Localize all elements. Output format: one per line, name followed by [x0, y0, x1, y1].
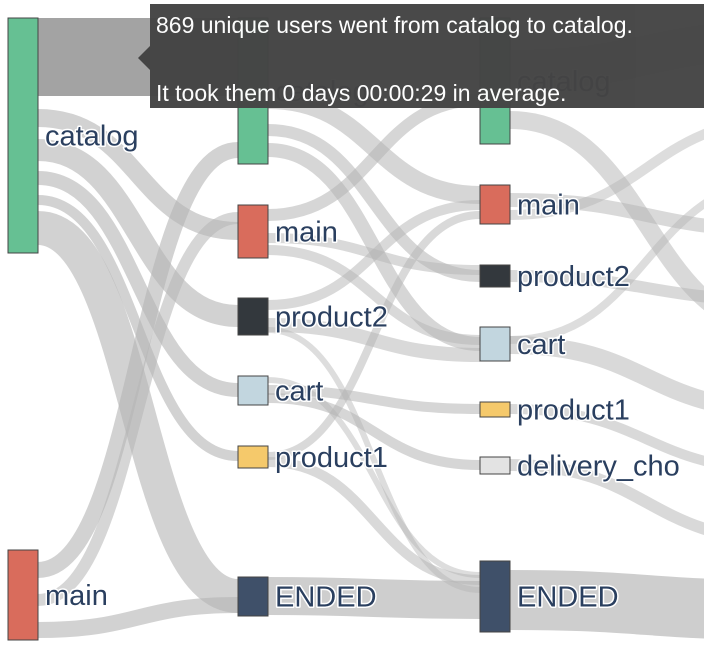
link-catalog-cart[interactable] — [37, 171, 239, 397]
node-step2-ENDED[interactable] — [237, 576, 269, 617]
node-label-step3-delivery_cho: delivery_cho — [517, 451, 680, 483]
link2-cart-product1[interactable] — [267, 385, 481, 414]
link2-product1-main[interactable] — [267, 211, 481, 460]
link2-product2-main[interactable] — [267, 200, 481, 310]
node-label-step2-ENDED: ENDED — [275, 582, 377, 614]
link3-product1-out[interactable] — [509, 404, 704, 470]
link-main-ended[interactable] — [37, 597, 239, 638]
link3-product2-out[interactable] — [509, 270, 704, 303]
node-step3-product1[interactable] — [479, 401, 511, 418]
node-step2-main[interactable] — [237, 204, 269, 259]
link3-ended-out[interactable] — [509, 570, 704, 639]
link2-cart-delivery[interactable] — [267, 393, 481, 470]
node-label-step1-main: main — [45, 580, 108, 612]
link2-product2-ended[interactable] — [267, 327, 481, 593]
link3-cart-out[interactable] — [509, 336, 704, 410]
link3-cart-out2[interactable] — [509, 180, 704, 344]
node-step3-delivery_cho[interactable] — [479, 456, 511, 475]
tooltip-line-2: It took them 0 days 00:00:29 in average. — [156, 80, 567, 106]
node-step2-product1[interactable] — [237, 445, 269, 469]
node-label-step1-catalog: catalog — [45, 121, 139, 153]
node-step1-main[interactable] — [7, 549, 39, 641]
link3-delivery-out[interactable] — [509, 459, 704, 540]
link3-main-out2[interactable] — [509, 120, 704, 220]
hover-tooltip: 869 unique users went from catalog to ca… — [150, 4, 704, 108]
link2-ended-ended[interactable] — [267, 577, 481, 619]
link2-catalog-main[interactable] — [267, 91, 481, 204]
node-step2-cart[interactable] — [237, 375, 269, 406]
node-step2-product2[interactable] — [237, 297, 269, 336]
node-label-step3-cart: cart — [517, 329, 565, 361]
node-label-step2-main: main — [275, 217, 338, 249]
link-main-main[interactable] — [37, 212, 239, 606]
tooltip-arrow — [138, 46, 150, 70]
node-label-step3-product2: product2 — [517, 261, 630, 293]
link-catalog-product2[interactable] — [37, 139, 239, 327]
node-step3-cart[interactable] — [479, 326, 511, 362]
node-label-step3-product1: product1 — [517, 395, 630, 427]
node-step3-ENDED[interactable] — [479, 560, 511, 633]
link2-cart-ended[interactable] — [267, 377, 481, 578]
node-label-step2-product2: product2 — [275, 302, 388, 334]
node-label-step2-product1: product1 — [275, 442, 388, 474]
node-label-step2-cart: cart — [275, 376, 323, 408]
node-label-step3-ENDED: ENDED — [517, 582, 619, 614]
link-main-catalog[interactable] — [36, 142, 240, 578]
node-label-step3-main: main — [517, 190, 580, 222]
node-step3-product2[interactable] — [479, 264, 511, 288]
node-step1-catalog[interactable] — [7, 17, 39, 254]
tooltip-line-1: 869 unique users went from catalog to ca… — [156, 12, 633, 38]
link2-product1-ended[interactable] — [267, 457, 481, 585]
node-step3-main[interactable] — [479, 184, 511, 225]
link3-main-out[interactable] — [509, 193, 704, 233]
link2-main-cart[interactable] — [267, 245, 481, 345]
link-catalog-main[interactable] — [37, 109, 239, 240]
link3-catalog-out2[interactable] — [509, 111, 704, 330]
